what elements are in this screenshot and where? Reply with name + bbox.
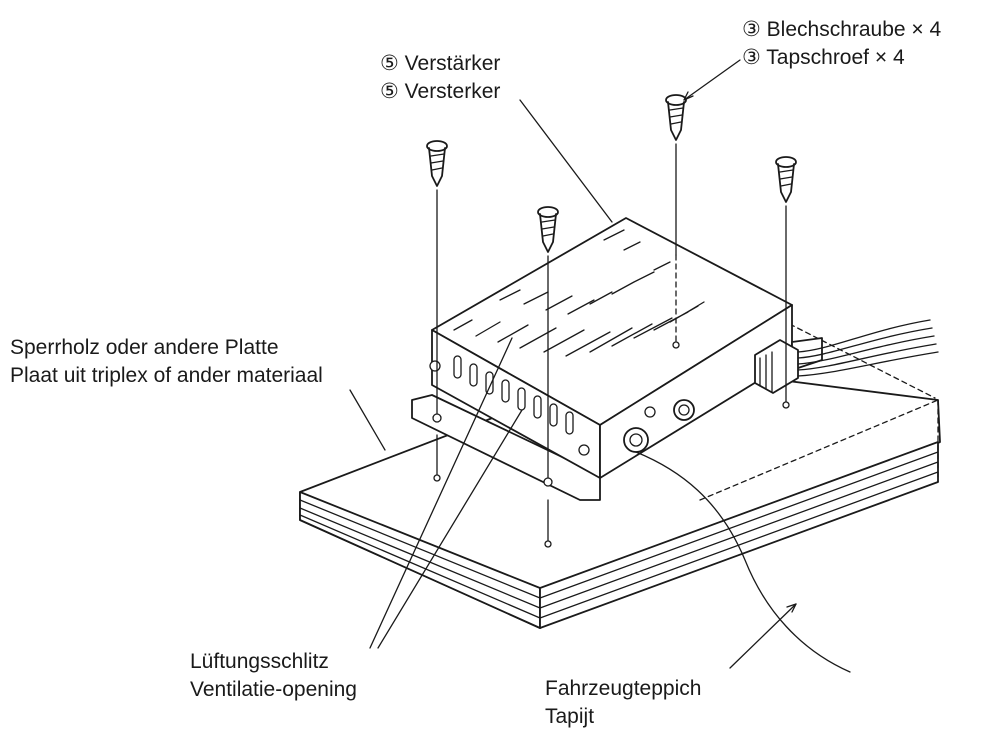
carpet-label-nl: Tapijt bbox=[545, 705, 594, 728]
amplifier-label-de: ⑤ Verstärker bbox=[380, 52, 500, 75]
screw-back-right bbox=[775, 156, 797, 409]
mounting-board bbox=[299, 361, 941, 629]
screw-label-nl: ③ Tapschroef × 4 bbox=[742, 46, 905, 69]
screw-label-de: ③ Blechschraube × 4 bbox=[742, 18, 942, 41]
amplifier bbox=[411, 217, 939, 673]
screw-front-left bbox=[426, 140, 448, 482]
wire-harness bbox=[754, 319, 939, 394]
vent-label-nl: Ventilatie-opening bbox=[190, 678, 357, 701]
board-label-de: Sperrholz oder andere Platte bbox=[10, 336, 279, 359]
carpet-label-de: Fahrzeugteppich bbox=[545, 677, 701, 700]
amplifier-label-nl: ⑤ Versterker bbox=[380, 80, 500, 103]
board-label-nl: Plaat uit triplex of ander materiaal bbox=[10, 364, 323, 387]
side-vent-slots bbox=[453, 355, 574, 435]
leader-lines bbox=[349, 59, 797, 669]
vent-label-de: Lüftungsschlitz bbox=[190, 650, 329, 673]
screw-back-left bbox=[665, 94, 687, 349]
screw-front-middle bbox=[537, 206, 559, 548]
top-vent-slots bbox=[453, 229, 705, 357]
front-connectors bbox=[623, 399, 695, 453]
